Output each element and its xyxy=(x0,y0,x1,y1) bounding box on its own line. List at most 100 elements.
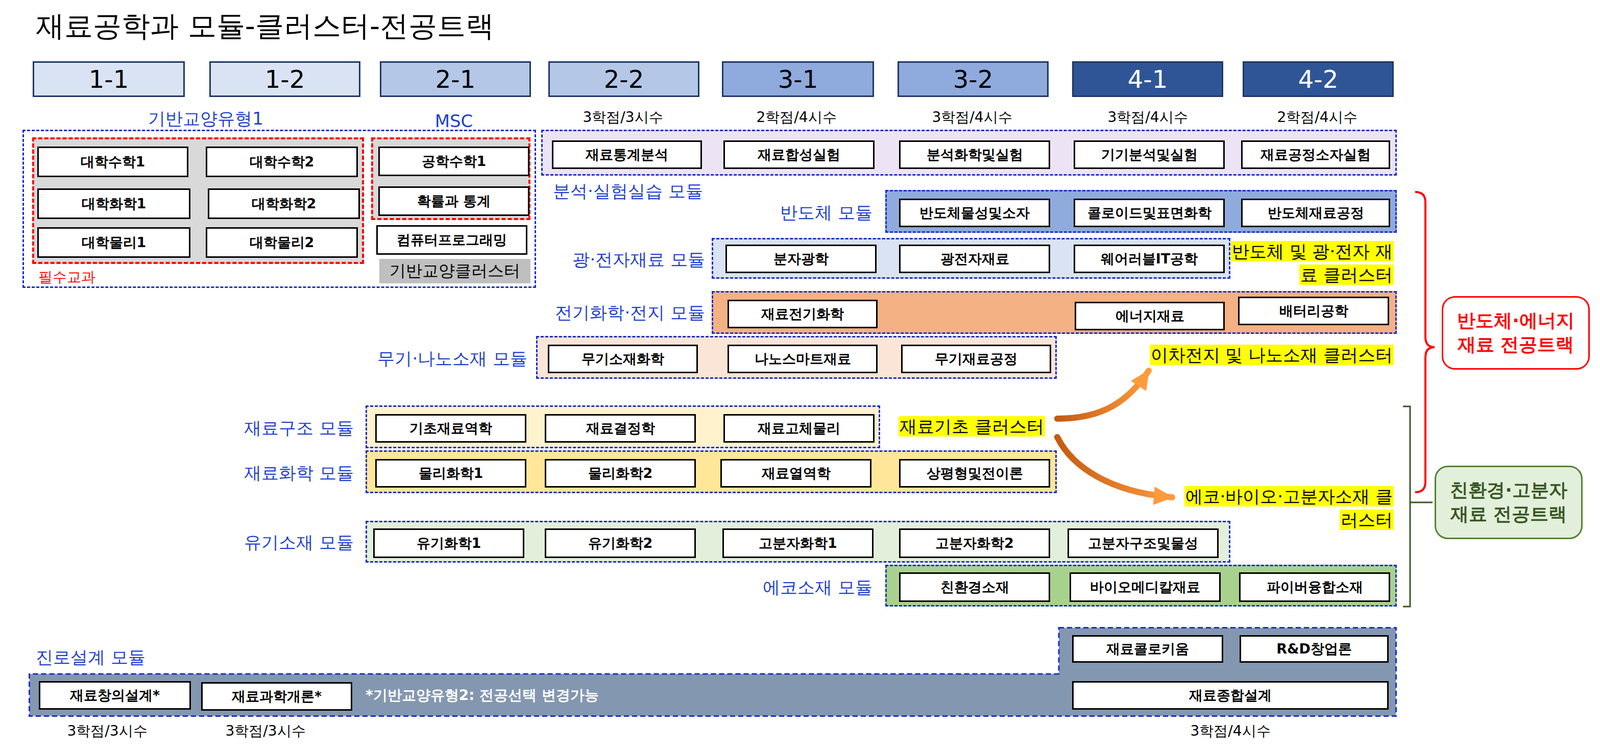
semester-label: 2-2 xyxy=(603,64,644,94)
semester-header: 1-1 xyxy=(32,61,185,98)
semester-header: 1-2 xyxy=(209,61,361,98)
cluster-label-box: 기반교양클러스터 xyxy=(379,258,531,284)
course-name: 재료합성실험 xyxy=(757,145,841,164)
course-box: 재료열역학 xyxy=(720,458,872,488)
course-box: 물리화학2 xyxy=(544,458,696,488)
course-box: 기기분석및실험 xyxy=(1073,140,1225,169)
course-name: 재료통계분석 xyxy=(585,145,669,164)
course-name: 웨어러블IT공학 xyxy=(1100,249,1198,269)
course-box: 재료결정학 xyxy=(544,414,696,443)
module-heading: 무기·나노소재 모듈 xyxy=(377,347,528,371)
course-name: 친환경소재 xyxy=(940,577,1010,597)
cluster-highlight: 반도체 및 광·전자 재료 클러스터 xyxy=(1225,238,1394,288)
course-box: 대학물리1 xyxy=(37,227,191,258)
course-box: 반도체물성및소자 xyxy=(899,198,1051,228)
credit-label: 3학점/4시수 xyxy=(1190,721,1271,741)
module-band: 재료화학 모듈물리화학1물리화학2재료열역학상평형및전이론 xyxy=(365,450,1057,494)
course-box: 재료콜로키움 xyxy=(1072,635,1224,663)
course-name: 대학화학1 xyxy=(81,194,147,213)
course-box: 에너지재료 xyxy=(1074,301,1225,331)
module-band: 광·전자재료 모듈분자광학광전자재료웨어러블IT공학 xyxy=(711,237,1231,279)
module-band: 반도체 모듈반도체물성및소자콜로이드및표면화학반도체재료공정 xyxy=(885,189,1397,233)
course-box: 고분자화학1 xyxy=(722,528,874,559)
course-name: 확률과 통계 xyxy=(417,191,491,211)
cluster-text: 에코·바이오·고분자소재 클러스터 xyxy=(1184,486,1394,530)
module-heading: 기반교양유형1 xyxy=(148,107,264,131)
semester-label: 4-2 xyxy=(1298,64,1339,94)
course-name: 재료전기화학 xyxy=(761,304,844,324)
module-band: 유기소재 모듈유기화학1유기화학2고분자화학1고분자화학2고분자구조및물성 xyxy=(365,520,1231,563)
credit-label: 2학점/4시수 xyxy=(1276,107,1357,128)
credit-label: 3학점/4시수 xyxy=(931,107,1012,128)
module-heading: *기반교양유형2: 전공선택 변경가능 xyxy=(365,685,599,706)
module-band: 전기화학·전지 모듈재료전기화학에너지재료배터리공학 xyxy=(711,291,1397,334)
course-name: 재료콜로키움 xyxy=(1106,639,1190,659)
module-heading: 재료구조 모듈 xyxy=(244,416,354,441)
course-box: 대학물리2 xyxy=(205,227,358,258)
flow-arrow xyxy=(1057,437,1173,498)
course-box: 무기재료공정 xyxy=(901,344,1052,374)
course-name: R&D창업론 xyxy=(1276,639,1352,659)
course-box: 대학화학1 xyxy=(37,188,191,220)
course-box: 대학수학1 xyxy=(37,146,189,178)
course-name: 고분자화학1 xyxy=(758,534,838,553)
course-box: 콜로이드및표면화학 xyxy=(1073,198,1225,228)
course-box: 재료통계분석 xyxy=(551,140,702,169)
course-box: 대학화학2 xyxy=(207,188,360,220)
course-box: 공학수학1 xyxy=(378,146,530,177)
box-text: 반도체·에너지 재료 전공트랙 xyxy=(1451,308,1581,357)
required-group: 필수교과대학수학1대학수학2대학화학1대학화학2대학물리1대학물리2 xyxy=(32,137,365,264)
cluster-text: 이차전지 및 나노소재 클러스터 xyxy=(1149,344,1394,366)
course-name: 콜로이드및표면화학 xyxy=(1087,203,1212,223)
course-box: 물리화학1 xyxy=(375,458,527,488)
course-name: 재료고체물리 xyxy=(757,419,841,438)
course-box: 고분자구조및물성 xyxy=(1067,528,1219,559)
course-name: 배터리공학 xyxy=(1279,301,1349,321)
course-name: 물리화학2 xyxy=(588,464,653,483)
course-box: 분석화학및실험 xyxy=(899,140,1051,169)
course-box: 재료전기화학 xyxy=(727,299,878,329)
module-heading: 에코소재 모듈 xyxy=(762,575,873,600)
course-name: 유기화학2 xyxy=(588,534,653,553)
module-band: 무기·나노소재 모듈무기소재화학나노스마트재료무기재료공정 xyxy=(536,335,1057,379)
course-box: 배터리공학 xyxy=(1238,296,1390,326)
module-heading: 진로설계 모듈 xyxy=(35,645,146,670)
course-box: 파이버융합소재 xyxy=(1239,572,1391,602)
cluster-text-line: 에코·바이오·고분자소재 클러스터 xyxy=(1172,485,1394,532)
module-heading: 전기화학·전지 모듈 xyxy=(554,301,706,325)
semester-label: 4-1 xyxy=(1127,64,1168,94)
cluster-text-line: 재료기초 클러스터 xyxy=(898,415,1058,439)
module-band: 진로설계 모듈*기반교양유형2: 전공선택 변경가능재료창의설계*재료과학개론*… xyxy=(28,626,1397,717)
course-name: 바이오메디칼재료 xyxy=(1089,577,1201,597)
course-name: 나노스마트재료 xyxy=(754,349,852,369)
box-text: 친환경·고분자 재료 전공트랙 xyxy=(1444,478,1573,527)
module-heading: MSC xyxy=(434,110,474,132)
credit-label: 3학점/3시수 xyxy=(582,107,663,128)
course-box: 확률과 통계 xyxy=(378,186,530,216)
semester-label: 3-2 xyxy=(953,64,993,94)
module-band: 재료구조 모듈기초재료역학재료결정학재료고체물리 xyxy=(365,405,881,449)
semester-header: 2-2 xyxy=(548,61,700,98)
course-name: 분자광학 xyxy=(773,249,829,269)
course-name: 물리화학1 xyxy=(418,464,484,483)
module-band: 분석·실험실습 모듈재료통계분석재료합성실험분석화학및실험기기분석및실험재료공정… xyxy=(541,129,1397,176)
course-name: 유기화학1 xyxy=(416,534,482,553)
course-box: 분자광학 xyxy=(725,244,877,274)
course-box: 고분자화학2 xyxy=(899,528,1051,559)
cluster-highlight: 이차전지 및 나노소재 클러스터 xyxy=(1123,340,1394,371)
semester-label: 1-1 xyxy=(88,64,129,94)
module-heading: 재료화학 모듈 xyxy=(244,461,354,486)
course-name: 재료열역학 xyxy=(761,464,831,483)
semester-label: 2-1 xyxy=(435,64,476,94)
course-name: 무기소재화학 xyxy=(581,349,665,369)
course-box: R&D창업론 xyxy=(1239,635,1389,663)
cluster-text-line: 이차전지 및 나노소재 클러스터 xyxy=(1123,343,1394,368)
module-heading: 광·전자재료 모듈 xyxy=(572,248,706,272)
module-heading: 유기소재 모듈 xyxy=(244,530,354,555)
course-name: 대학수학2 xyxy=(249,152,315,172)
course-name: 대학물리1 xyxy=(81,233,147,252)
course-box: 유기화학1 xyxy=(373,528,525,559)
semester-header: 4-2 xyxy=(1242,61,1394,98)
course-box: 컴퓨터프로그래밍 xyxy=(376,225,528,255)
module-heading: 분석·실험실습 모듈 xyxy=(552,179,703,204)
